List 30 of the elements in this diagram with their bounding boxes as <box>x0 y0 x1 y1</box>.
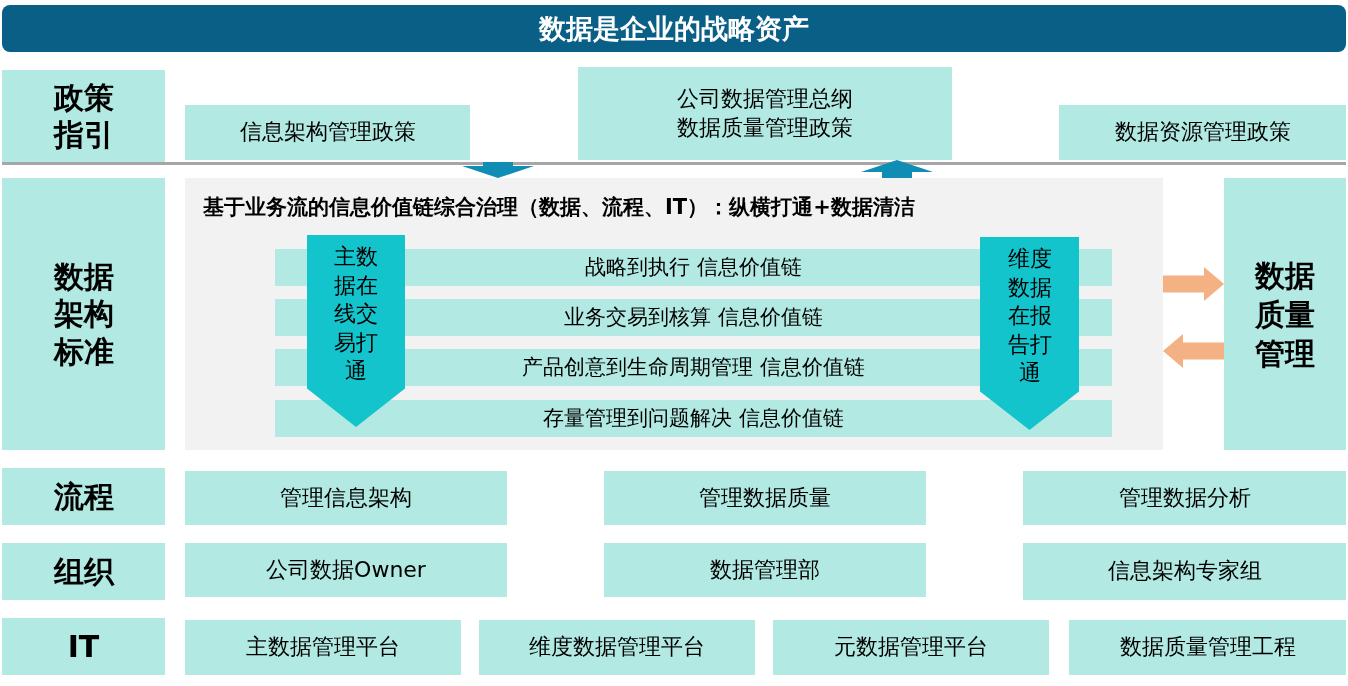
governance-panel <box>185 178 1163 450</box>
block-arrow <box>1163 334 1224 368</box>
platform-box: 维度数据管理平台 <box>479 620 755 675</box>
title-banner: 数据是企业的战略资产 <box>2 5 1346 52</box>
block-arrow <box>1163 267 1224 301</box>
block-arrow <box>462 162 534 178</box>
policy-box <box>578 67 952 160</box>
policy-text: 数据质量管理政策 <box>677 113 853 142</box>
policy-box: 数据资源管理政策 <box>1059 105 1346 160</box>
organization-box: 公司数据Owner <box>185 543 507 597</box>
process-box: 管理数据分析 <box>1023 471 1346 525</box>
platform-box: 主数据管理平台 <box>185 620 461 675</box>
panel-heading: 基于业务流的信息价值链综合治理（数据、流程、IT）：纵横打通+数据清洁 <box>203 195 915 221</box>
row-header: IT <box>2 618 165 675</box>
row-header: 组织 <box>2 543 165 600</box>
value-chain-bar: 存量管理到问题解决 信息价值链 <box>275 400 1112 437</box>
policy-box: 信息架构管理政策 <box>185 105 470 160</box>
platform-box: 数据质量管理工程 <box>1069 620 1346 675</box>
pentagon-banner: 主数据在线交易打通 <box>307 235 405 427</box>
side-box: 数据质量管理 <box>1224 178 1346 450</box>
policy-text: 公司数据管理总纲 <box>677 84 853 113</box>
process-box: 管理数据质量 <box>604 471 926 525</box>
block-arrow <box>861 160 933 178</box>
organization-box: 信息架构专家组 <box>1023 543 1346 600</box>
row-header: 数据架构标准 <box>2 178 165 450</box>
platform-box: 元数据管理平台 <box>773 620 1049 675</box>
process-box: 管理信息架构 <box>185 471 507 525</box>
row-header: 政策指引 <box>2 70 165 162</box>
organization-box: 数据管理部 <box>604 543 926 597</box>
row-header: 流程 <box>2 468 165 525</box>
